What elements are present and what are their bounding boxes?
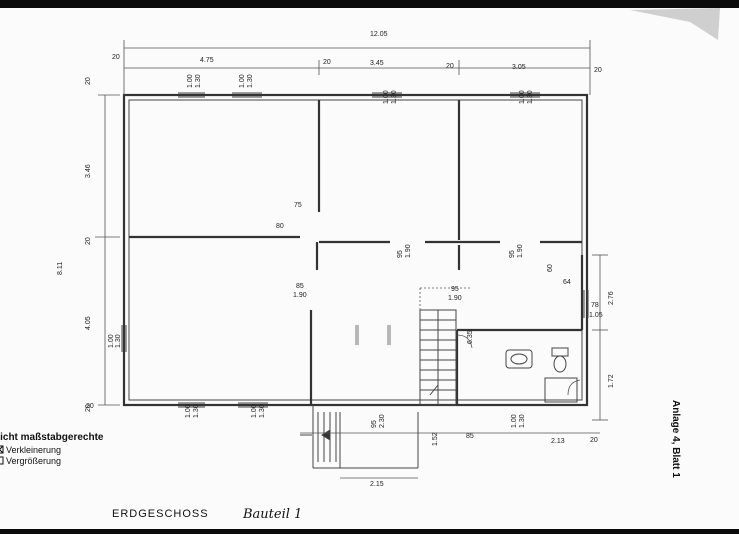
dim-left-20b: 20 bbox=[85, 237, 92, 245]
opening-bot-1a: 1.00 bbox=[185, 404, 192, 418]
opening-bot-4b: 1.30 bbox=[519, 414, 526, 428]
staircase bbox=[419, 309, 457, 406]
dim-height-total: 8.11 bbox=[57, 262, 64, 275]
door-swings bbox=[355, 325, 581, 396]
opening-top-3a: 1.00 bbox=[383, 90, 390, 104]
opening-85: 85 bbox=[296, 283, 304, 290]
opening-bot-3b: 2.30 bbox=[379, 414, 386, 428]
handwritten-label: Bauteil 1 bbox=[242, 507, 302, 522]
dim-left-20a: 20 bbox=[85, 77, 92, 85]
dim-right-1: 2.76 bbox=[608, 291, 615, 305]
opening-left-a: 1.00 bbox=[108, 334, 115, 348]
opening-top-4b: 1.30 bbox=[527, 90, 534, 104]
dim-bottom-left-20: 20 bbox=[86, 403, 94, 410]
legend-checked-label: Verkleinerung bbox=[6, 445, 61, 455]
dim-75: 75 bbox=[294, 202, 302, 209]
scan-smudge bbox=[630, 8, 720, 40]
dim-105: 1.05 bbox=[589, 312, 603, 319]
scan-bottom-border bbox=[0, 529, 739, 534]
legend-title: nicht maßstabgerechte bbox=[0, 432, 104, 443]
opening-95-190-b: 1.90 bbox=[448, 295, 462, 302]
opening-left-b: 1.30 bbox=[115, 334, 122, 348]
bathroom-fixtures bbox=[505, 347, 578, 403]
opening-mid-1b: 1.90 bbox=[405, 244, 412, 258]
legend-checkbox-checked bbox=[0, 445, 4, 454]
legend-check-mark bbox=[0, 445, 4, 454]
dim-64: 64 bbox=[563, 279, 571, 286]
dim-overall-width: 12.05 bbox=[370, 31, 388, 38]
dim-wall-20-b: 20 bbox=[323, 59, 331, 66]
opening-top-1b: 1.30 bbox=[195, 74, 202, 88]
opening-bot-1b: 1.30 bbox=[193, 404, 200, 418]
floor-title: ERDGESCHOSS bbox=[112, 508, 209, 520]
dim-85: 85 bbox=[466, 433, 474, 440]
opening-bot-2a: 1.00 bbox=[251, 404, 258, 418]
dim-635: 6.35 bbox=[467, 330, 474, 344]
opening-mid-2a: 95 bbox=[509, 250, 516, 258]
dim-215: 2.15 bbox=[370, 481, 384, 488]
dim-top-1: 4.75 bbox=[200, 57, 214, 64]
legend-unchecked-label: Vergrößerung bbox=[6, 456, 61, 466]
dim-80: 80 bbox=[276, 223, 284, 230]
terrace bbox=[300, 405, 419, 469]
side-annotation: Anlage 4, Blatt 1 bbox=[670, 400, 681, 478]
opening-mid-1a: 95 bbox=[397, 250, 404, 258]
dim-left-2: 4.05 bbox=[85, 316, 92, 330]
opening-top-4a: 1.00 bbox=[519, 90, 526, 104]
dim-top-2: 3.45 bbox=[370, 60, 384, 67]
dim-wall-20-a: 20 bbox=[112, 54, 120, 61]
outer-wall bbox=[122, 93, 589, 407]
dim-60: 60 bbox=[547, 264, 554, 272]
dim-top-3: 3.05 bbox=[512, 64, 526, 71]
opening-bot-3a: 95 bbox=[371, 420, 378, 428]
opening-bot-4a: 1.00 bbox=[511, 414, 518, 428]
outer-wall-inner bbox=[128, 99, 583, 401]
dim-left-20c: 20 bbox=[85, 404, 92, 412]
dim-213: 2.13 bbox=[551, 438, 565, 445]
opening-mid-2b: 1.90 bbox=[517, 244, 524, 258]
opening-top-2b: 1.30 bbox=[247, 74, 254, 88]
dim-152: 1.52 bbox=[432, 432, 439, 446]
scan-top-border bbox=[0, 0, 739, 8]
dim-wall-20-d: 20 bbox=[594, 67, 602, 74]
windows bbox=[121, 92, 589, 408]
dim-right-20: 20 bbox=[590, 437, 598, 444]
opening-top-1a: 1.00 bbox=[187, 74, 194, 88]
dim-78: 78 bbox=[591, 302, 599, 309]
dim-right-2: 1.72 bbox=[608, 374, 615, 388]
opening-85-190: 1.90 bbox=[293, 292, 307, 299]
dim-wall-20-c: 20 bbox=[446, 63, 454, 70]
legend-checkbox-unchecked bbox=[0, 456, 4, 465]
opening-top-2a: 1.00 bbox=[239, 74, 246, 88]
dimension-lines bbox=[95, 40, 608, 479]
opening-bot-2b: 1.30 bbox=[259, 404, 266, 418]
opening-95-b: 95 bbox=[451, 286, 459, 293]
dim-left-1: 3.46 bbox=[85, 164, 92, 178]
opening-top-3b: 1.30 bbox=[391, 90, 398, 104]
